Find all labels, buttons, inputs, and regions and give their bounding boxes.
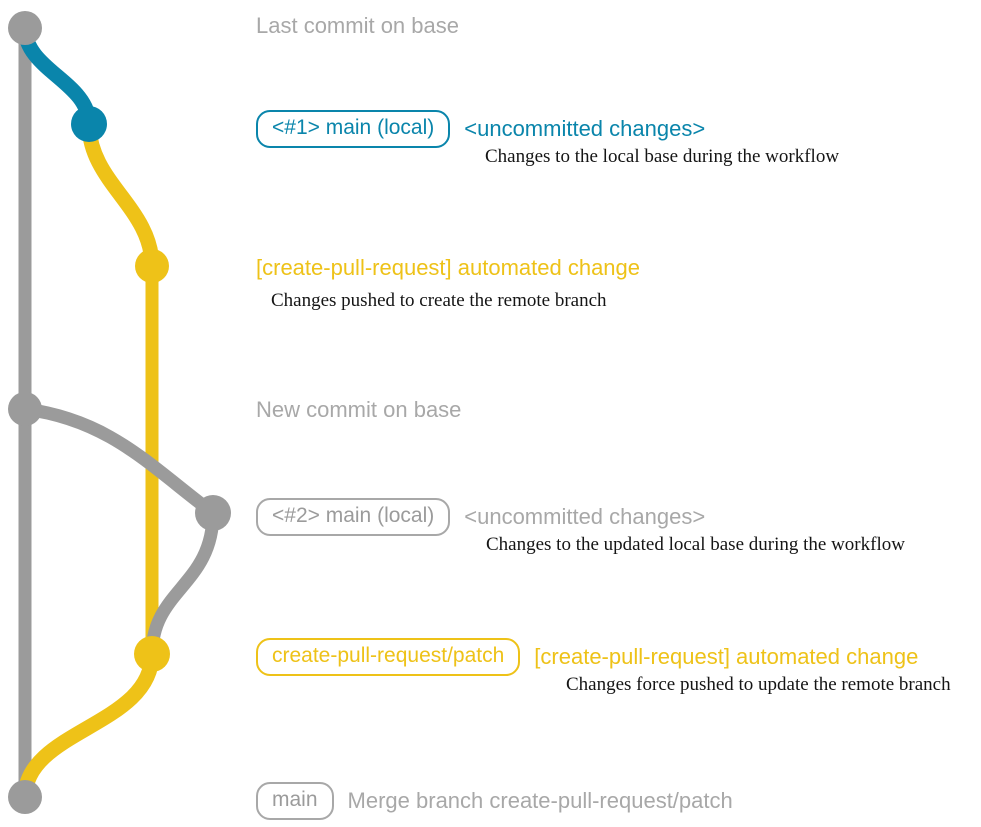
commit-row-remote-commit-1: [create-pull-request] automated change [256,255,640,280]
commit-subject-local-commit-2: <uncommitted changes> [464,504,706,530]
branch-pill-create-pull-request-patch[interactable]: create-pull-request/patch [256,638,521,677]
branch-pill-main-local-1[interactable]: <#1> main (local) [256,110,451,149]
commit-node-remote-commit-1[interactable] [135,249,169,283]
base2-to-local2-edge [18,402,220,520]
commit-row-last-commit-on-base: Last commit on base [256,13,459,38]
remote2-to-merge-edge [17,646,160,805]
commit-description-remote-commit-1: Changes pushed to create the remote bran… [271,290,607,311]
branch-pill-main-local-2[interactable]: <#2> main (local) [256,498,451,537]
commit-row-remote-commit-2: create-pull-request/patch [create-pull-r… [256,638,919,677]
commit-description-local-commit-1: Changes to the local base during the wor… [485,146,840,167]
commit-node-last-commit-on-base[interactable] [8,11,42,45]
commit-row-local-commit-2: <#2> main (local) <uncommitted changes> [256,498,706,537]
local1-to-remote1-edge [81,116,160,274]
commit-node-local-commit-1[interactable] [71,106,107,142]
commit-row-new-commit-on-base: New commit on base [256,397,461,422]
commit-subject-remote-commit-2: [create-pull-request] automated change [534,644,919,670]
commit-description-remote-commit-2: Changes force pushed to update the remot… [566,674,951,695]
local2-to-remote2-edge [145,506,220,661]
commit-graph [8,11,231,814]
commit-subject-new-commit-on-base: New commit on base [256,397,462,422]
commit-subject-remote-commit-1: [create-pull-request] automated change [256,255,641,280]
commit-row-merge-commit: main Merge branch create-pull-request/pa… [256,782,733,821]
commit-subject-merge-commit: Merge branch create-pull-request/patch [347,788,733,814]
commit-node-new-commit-on-base[interactable] [8,392,42,426]
commit-subject-local-commit-1: <uncommitted changes> [464,116,706,142]
commit-subject-last-commit-on-base: Last commit on base [256,13,459,38]
commit-node-merge-commit[interactable] [8,780,42,814]
commit-node-local-commit-2[interactable] [195,495,231,531]
branch-pill-main[interactable]: main [256,782,334,821]
commit-node-remote-commit-2[interactable] [134,636,170,672]
commit-description-local-commit-2: Changes to the updated local base during… [486,534,905,555]
commit-row-local-commit-1: <#1> main (local) <uncommitted changes> [256,110,706,149]
